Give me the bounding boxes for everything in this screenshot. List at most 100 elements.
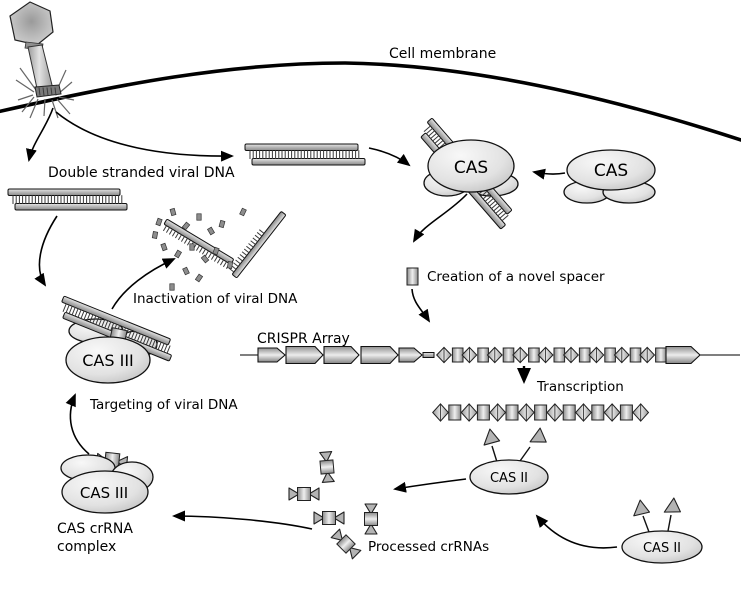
cas-label: CAS xyxy=(594,161,628,181)
arrow-casii-to-crrnas xyxy=(393,478,467,493)
dna-strand-bar xyxy=(232,211,286,278)
base-pair-tooth xyxy=(151,339,156,348)
dna-fragment xyxy=(169,207,177,217)
base-pair-tooth xyxy=(74,308,79,317)
cas-ii-arm xyxy=(491,445,498,463)
base-pair-tooth xyxy=(499,212,507,219)
creation-of-novel-spacer-label: Creation of a novel spacer xyxy=(427,269,605,285)
arrow-middle-dna-to-cas xyxy=(368,147,411,167)
phage-leg xyxy=(15,79,35,93)
base-pair-tooth xyxy=(71,307,76,316)
base-pair-tooth xyxy=(432,135,440,142)
base-pair-tooth xyxy=(68,305,73,315)
base-pair-tooth xyxy=(101,319,106,328)
cas-ii-label: CAS II xyxy=(643,541,681,556)
base-pair-tooth xyxy=(429,132,438,140)
base-pair-tooth xyxy=(246,245,252,251)
dna-strand-bar xyxy=(61,295,171,346)
arrow-left-dna-to-casiii xyxy=(34,215,58,287)
crrna-unit xyxy=(288,487,320,501)
cas-gene-block xyxy=(398,347,423,363)
double-stranded-viral-dna-label: Double stranded viral DNA xyxy=(48,165,235,181)
arrow-cas-to-spacer xyxy=(412,193,468,243)
cas-ii-arm xyxy=(642,515,650,533)
base-pair-tooth xyxy=(62,303,67,312)
dna-debris xyxy=(151,207,247,291)
base-pair-tooth xyxy=(252,237,258,243)
base-pair-tooth xyxy=(104,320,109,329)
base-pair-tooth xyxy=(95,316,100,326)
crrna-unit xyxy=(330,528,362,560)
processed-crrna-units xyxy=(288,450,378,560)
cas-iii-targeting-complex: CAS III xyxy=(61,295,172,384)
base-pair-tooth xyxy=(425,127,434,135)
base-pair-tooth xyxy=(145,336,150,346)
base-pair-tooth xyxy=(107,321,112,330)
base-pair-tooth xyxy=(482,193,490,200)
viral-dna-duplex-left xyxy=(7,188,128,211)
dna-fragment xyxy=(218,219,226,229)
cas-crrna-complex-label-line1: CAS crRNA xyxy=(57,521,133,537)
dna-fragment xyxy=(169,283,175,291)
spacer-square xyxy=(591,404,605,421)
half-repeat-triangle xyxy=(313,511,325,525)
cas-ii-ellipse xyxy=(469,459,549,495)
spacer-square xyxy=(655,347,667,363)
base-pair-tooth xyxy=(157,341,162,351)
half-repeat-triangle xyxy=(288,487,300,501)
spacer-square xyxy=(448,404,462,421)
half-repeat-triangle xyxy=(319,450,333,463)
base-pair-tooth xyxy=(98,317,103,327)
base-pair-tooth xyxy=(180,236,185,242)
novel-spacer-in-array xyxy=(422,352,435,358)
base-pair-tooth xyxy=(233,262,239,267)
base-pair-tooth xyxy=(434,137,442,145)
half-repeat-triangle xyxy=(364,503,378,515)
base-pair-tooth xyxy=(163,344,168,353)
base-pair-tooth xyxy=(165,227,170,233)
spacer-square xyxy=(505,404,519,421)
cas-crrna-complex-label-line2: complex xyxy=(57,539,116,555)
base-pair-tooth xyxy=(243,248,250,254)
base-pair-tooth xyxy=(168,229,173,235)
crrna-unit xyxy=(319,450,335,484)
base-pair-tooth xyxy=(495,207,503,215)
phage-leg xyxy=(19,67,37,91)
half-repeat-triangle xyxy=(364,523,378,535)
base-pair-tooth xyxy=(235,259,241,265)
bacteriophage xyxy=(9,1,75,119)
base-pair-tooth xyxy=(241,251,248,256)
spacer-square xyxy=(322,511,336,525)
arrow-casii-to-casii xyxy=(535,514,618,549)
cas-ii-free: CAS II xyxy=(621,497,703,564)
base-pair-tooth xyxy=(162,225,167,232)
base-pair-tooth xyxy=(213,256,218,262)
base-pair-tooth xyxy=(210,254,215,260)
cas-label: CAS xyxy=(454,158,488,178)
dna-fragment xyxy=(155,217,163,227)
spacer-square xyxy=(619,404,633,421)
cas-gene-block xyxy=(665,345,701,365)
base-pair-tooth xyxy=(127,329,133,339)
base-pair-tooth xyxy=(110,322,115,332)
base-pair-tooth xyxy=(130,331,136,340)
cas-ii-label: CAS II xyxy=(490,471,528,486)
spacer-square xyxy=(319,459,335,475)
dna-fragment xyxy=(212,246,220,256)
base-pair-tooth xyxy=(154,340,159,350)
base-pair-tooth xyxy=(186,239,191,246)
dna-fragment xyxy=(189,243,195,251)
arrow-casiii-to-fragments xyxy=(111,258,176,310)
flow-arrows xyxy=(26,107,618,549)
base-pair-tooth xyxy=(174,232,179,239)
arrow-phage-to-left-dna xyxy=(26,107,54,162)
crrna-unit xyxy=(364,503,378,535)
cas-complex-with-dna: CAS xyxy=(420,118,519,230)
cas-gene-block xyxy=(257,347,286,363)
base-pair-tooth xyxy=(228,267,235,273)
crispr-array xyxy=(240,345,740,365)
base-pair-tooth xyxy=(427,130,436,137)
base-pair-tooth xyxy=(177,234,182,241)
dna-fragment xyxy=(181,221,191,231)
base-pair-tooth xyxy=(484,195,492,203)
